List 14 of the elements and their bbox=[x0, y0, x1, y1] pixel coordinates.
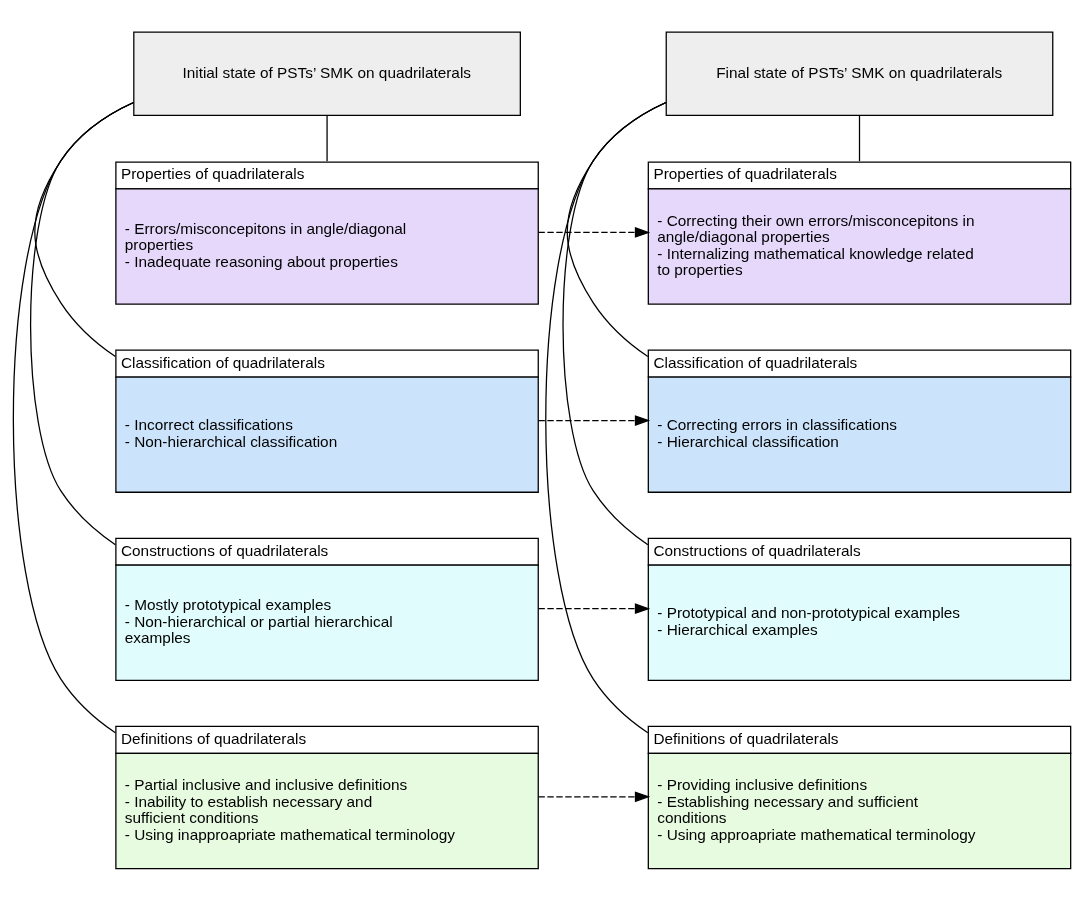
node-box: Initial state of PSTs’ SMK on quadrilaterals bbox=[133, 31, 521, 116]
connector bbox=[29, 101, 135, 546]
connector bbox=[545, 101, 667, 734]
connector bbox=[562, 101, 667, 546]
connector bbox=[34, 101, 135, 358]
node-box: Final state of PSTs’ SMK on quadrilaterals bbox=[665, 31, 1054, 116]
connector bbox=[858, 114, 861, 162]
arrow bbox=[537, 603, 651, 615]
arrow bbox=[537, 415, 651, 426]
connector bbox=[326, 114, 328, 162]
arrow bbox=[537, 227, 651, 238]
connector bbox=[12, 101, 135, 734]
connector bbox=[566, 101, 667, 358]
arrow bbox=[537, 791, 651, 803]
